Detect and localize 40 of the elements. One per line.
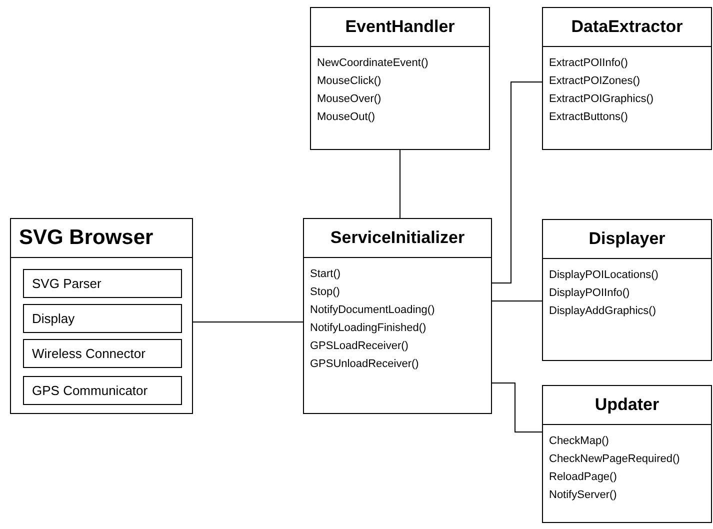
method-name: MouseOut() bbox=[317, 110, 376, 124]
method-name: Stop() bbox=[310, 285, 341, 299]
component-box: Wireless Connector bbox=[23, 339, 182, 368]
class-box bbox=[542, 385, 712, 523]
class-name: ServiceInitializer bbox=[330, 227, 465, 250]
class-name: EventHandler bbox=[345, 16, 455, 38]
method-name: ReloadPage() bbox=[549, 470, 618, 484]
class-name: DataExtractor bbox=[571, 16, 683, 38]
component-box: GPS Communicator bbox=[23, 376, 182, 405]
connector-line bbox=[492, 82, 542, 284]
method-name: ExtractPOIGraphics() bbox=[549, 92, 655, 106]
method-name: NewCoordinateEvent() bbox=[317, 56, 430, 70]
method-name: DisplayAddGraphics() bbox=[549, 304, 657, 318]
method-name: Start() bbox=[310, 267, 342, 281]
class-box bbox=[542, 219, 712, 361]
component-box: Display bbox=[23, 304, 182, 333]
connector-line bbox=[492, 300, 542, 302]
method-name: NotifyDocumentLoading() bbox=[310, 303, 436, 317]
method-name: DisplayPOILocations() bbox=[549, 268, 660, 282]
component-box: SVG Parser bbox=[23, 269, 182, 298]
method-name: DisplayPOIInfo() bbox=[549, 286, 631, 300]
method-name: MouseOver() bbox=[317, 92, 382, 106]
class-box bbox=[542, 7, 712, 150]
method-name: CheckMap() bbox=[549, 434, 610, 448]
method-name: NotifyLoadingFinished() bbox=[310, 321, 428, 335]
method-name: ExtractPOIInfo() bbox=[549, 56, 629, 70]
method-name: ExtractPOIZones() bbox=[549, 74, 642, 88]
class-name: Displayer bbox=[588, 228, 666, 250]
class-box bbox=[303, 218, 492, 414]
class-box bbox=[10, 218, 193, 414]
connector-line bbox=[492, 382, 542, 432]
class-name: SVG Browser bbox=[19, 225, 154, 252]
method-name: CheckNewPageRequired() bbox=[549, 452, 681, 466]
method-name: NotifyServer() bbox=[549, 488, 618, 502]
method-name: ExtractButtons() bbox=[549, 110, 629, 124]
method-name: GPSLoadReceiver() bbox=[310, 339, 410, 353]
class-name: Updater bbox=[594, 394, 660, 416]
method-name: MouseClick() bbox=[317, 74, 382, 88]
method-name: GPSUnloadReceiver() bbox=[310, 357, 420, 371]
class-box bbox=[310, 7, 490, 150]
